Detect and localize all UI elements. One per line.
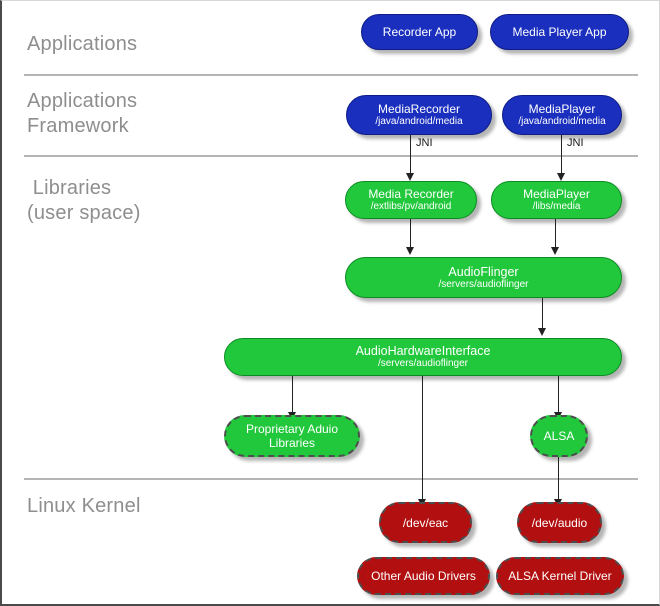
- divider-applications: [24, 74, 638, 76]
- node-title: Proprietary Aduio: [245, 422, 339, 436]
- connector-mediaplayer-to-audioflinger: [555, 219, 556, 249]
- node-other-audio-drivers[interactable]: Other Audio Drivers: [357, 557, 490, 595]
- node-subtitle: /libs/media: [532, 201, 581, 212]
- node-title: Media Recorder: [368, 187, 454, 201]
- node-title: Media Player App: [512, 25, 607, 39]
- layer-label-applications-framework: Applications Framework: [27, 90, 138, 137]
- node-title: /dev/eac: [402, 515, 449, 530]
- node-title: MediaPlayer: [528, 102, 596, 116]
- connector-media-recorder-to-audioflinger: [410, 219, 411, 249]
- node-title: /dev/audio: [531, 515, 588, 530]
- node-alsa-kernel-driver[interactable]: ALSA Kernel Driver: [496, 557, 624, 595]
- edge-label-jni-recorder: JNI: [416, 137, 433, 149]
- node-title: ALSA Kernel Driver: [508, 569, 612, 583]
- connector-ahi-to-alsa: [558, 376, 559, 414]
- node-alsa[interactable]: ALSA: [530, 415, 588, 457]
- node-subtitle: /servers/audioflinger: [438, 278, 529, 290]
- node-media-recorder-lib[interactable]: Media Recorder /extlibs/pv/android: [345, 181, 477, 219]
- arrowhead-mediaplayer-to-audioflinger: [551, 247, 559, 255]
- node-subtitle: /servers/audioflinger: [377, 358, 469, 369]
- layer-label-linux-kernel: Linux Kernel: [27, 495, 141, 517]
- connector-alsa-to-dev-audio: [558, 457, 559, 501]
- arrowhead-audioflinger-to-ahi: [538, 328, 546, 336]
- edge-label-jni-player: JNI: [567, 137, 584, 149]
- node-title: Other Audio Drivers: [371, 569, 476, 583]
- arrowhead-mediarecorder-to-lib: [406, 173, 414, 181]
- connector-ahi-to-dev-eac: [422, 376, 423, 501]
- node-subtitle: /java/android/media: [375, 116, 463, 127]
- connector-mediaplayer-to-lib: [561, 135, 562, 177]
- connector-audioflinger-to-ahi: [542, 298, 543, 330]
- arrowhead-mediaplayer-to-lib: [557, 173, 565, 181]
- node-subtitle: /java/android/media: [518, 116, 606, 127]
- node-title: MediaPlayer: [523, 187, 590, 201]
- node-subtitle: /extlibs/pv/android: [370, 201, 452, 212]
- node-subtitle: Libraries: [268, 436, 316, 450]
- node-proprietary-audio-libraries[interactable]: Proprietary Aduio Libraries: [224, 415, 360, 457]
- node-audiohardwareinterface[interactable]: AudioHardwareInterface /servers/audiofli…: [224, 338, 622, 376]
- node-title: AudioFlinger: [448, 264, 519, 279]
- node-dev-audio[interactable]: /dev/audio: [517, 502, 602, 543]
- node-title: Recorder App: [382, 25, 457, 39]
- divider-framework: [24, 155, 638, 157]
- divider-libraries: [24, 478, 638, 480]
- layer-label-applications: Applications: [27, 33, 138, 55]
- node-mediaplayer-framework[interactable]: MediaPlayer /java/android/media: [502, 95, 622, 135]
- node-title: MediaRecorder: [377, 102, 461, 116]
- node-dev-eac[interactable]: /dev/eac: [379, 502, 472, 543]
- layer-label-libraries: Libraries (user space): [27, 177, 141, 224]
- node-recorder-app[interactable]: Recorder App: [361, 14, 478, 50]
- node-title: AudioHardwareInterface: [355, 344, 491, 358]
- connector-ahi-to-proprietary: [292, 376, 293, 414]
- connector-mediarecorder-to-lib: [410, 135, 411, 177]
- node-title: ALSA: [543, 429, 575, 443]
- node-audioflinger[interactable]: AudioFlinger /servers/audioflinger: [345, 257, 622, 298]
- node-mediarecorder-framework[interactable]: MediaRecorder /java/android/media: [346, 95, 492, 135]
- arrowhead-media-recorder-to-audioflinger: [406, 247, 414, 255]
- node-mediaplayer-lib[interactable]: MediaPlayer /libs/media: [491, 181, 622, 219]
- node-media-player-app[interactable]: Media Player App: [490, 14, 629, 50]
